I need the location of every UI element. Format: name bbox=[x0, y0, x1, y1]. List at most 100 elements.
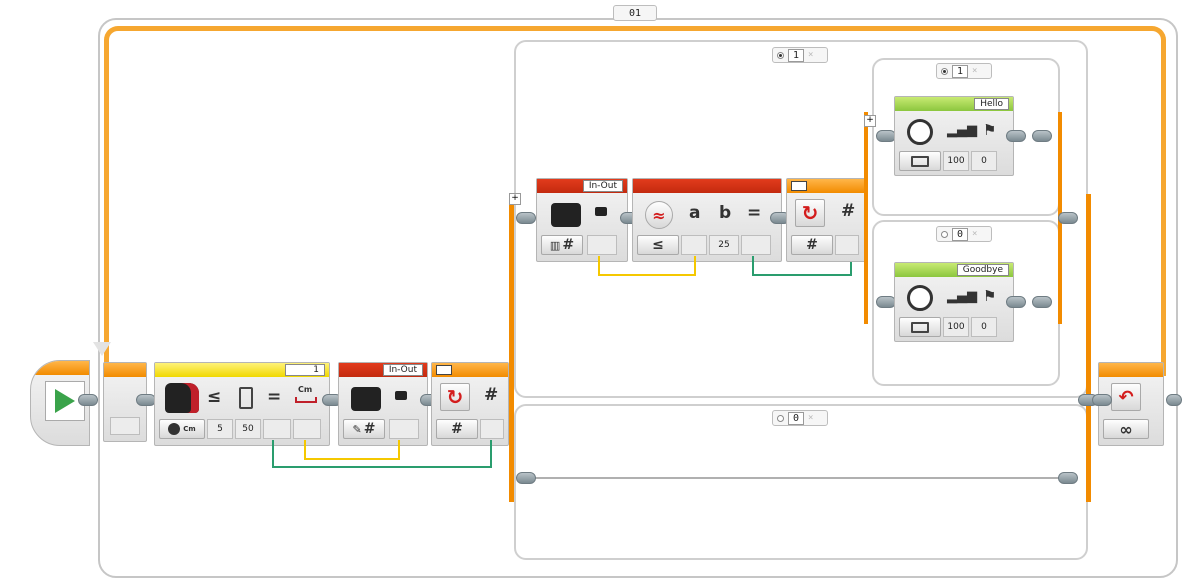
sound-hello-file[interactable]: Hello bbox=[974, 98, 1009, 110]
variable-main-name[interactable]: In-Out bbox=[382, 364, 423, 376]
ultrasonic-port-label[interactable]: 1 bbox=[285, 364, 325, 376]
compare-a-input[interactable] bbox=[681, 235, 707, 255]
loop-end-input-plug[interactable] bbox=[1092, 394, 1112, 406]
loop-end-mode-icon[interactable]: ↶ bbox=[1111, 383, 1141, 411]
inner-switch-exit-plug[interactable] bbox=[1058, 212, 1078, 224]
loop-return-wire bbox=[104, 26, 1166, 376]
variable-inner-mode-button[interactable]: ▥ # bbox=[541, 235, 583, 255]
distance-output-slot[interactable] bbox=[293, 419, 321, 439]
equals-symbol: = bbox=[267, 387, 282, 407]
switch-inner-case-0-tab[interactable]: 0 × bbox=[936, 226, 992, 242]
switch-inner-tab-icon bbox=[791, 180, 807, 191]
switch-inner-add-icon[interactable]: + bbox=[864, 115, 876, 127]
case-1-radio[interactable] bbox=[777, 51, 784, 59]
variable-inner-hash: # bbox=[562, 237, 575, 253]
switch-inner-mode-icon[interactable]: ↻ bbox=[795, 199, 825, 227]
switch-main-case-0-tab[interactable]: 0 × bbox=[772, 410, 828, 426]
inner-case-0-value[interactable]: 0 bbox=[952, 227, 969, 241]
empty-case-right-plug[interactable] bbox=[1058, 472, 1078, 484]
hello-folder-button[interactable] bbox=[899, 151, 941, 171]
sound-goodbye-header: Goodbye bbox=[895, 263, 1013, 277]
switch-main-case-0[interactable] bbox=[514, 404, 1088, 560]
switch-main-add-icon[interactable]: + bbox=[509, 193, 521, 205]
switch-inner-left-wire bbox=[864, 112, 868, 324]
unit-label: Cm bbox=[298, 385, 313, 394]
switch-inner-hash-label: # bbox=[841, 201, 856, 221]
goodbye-playtype-input[interactable]: 0 bbox=[971, 317, 997, 337]
pencil-icon: ✎ bbox=[352, 422, 362, 436]
switch-main-block[interactable]: ↻ # # bbox=[431, 362, 509, 446]
variable-inner-name[interactable]: In-Out bbox=[582, 180, 623, 192]
ultrasonic-mode-button[interactable]: Cm bbox=[159, 419, 205, 439]
case-1-value[interactable]: 1 bbox=[788, 48, 805, 62]
switch-inner-hash-button[interactable]: # bbox=[791, 235, 833, 255]
goodbye-folder-button[interactable] bbox=[899, 317, 941, 337]
compare-output-slot[interactable] bbox=[741, 235, 771, 255]
inner-case-1-value[interactable]: 1 bbox=[952, 64, 969, 78]
inner-seq-start-plug[interactable] bbox=[516, 212, 536, 224]
switch-inner-block[interactable]: ↻ # # bbox=[786, 178, 866, 262]
phone-sensor-icon bbox=[239, 387, 253, 409]
loop-name-label[interactable]: 01 bbox=[613, 5, 657, 21]
start-block-header bbox=[31, 361, 89, 375]
compare-a-label: a bbox=[689, 203, 701, 223]
volume-bars-icon: ▂▄▆ bbox=[947, 123, 977, 138]
sound-block-goodbye[interactable]: Goodbye ▂▄▆ ⚑ 100 0 bbox=[894, 262, 1014, 342]
variable-block-inner[interactable]: In-Out ▥ # bbox=[536, 178, 628, 262]
inner-case-1-close-icon[interactable]: × bbox=[972, 66, 978, 76]
start-output-plug[interactable] bbox=[78, 394, 98, 406]
ruler-icon bbox=[295, 397, 317, 403]
hello-playtype-input[interactable]: 0 bbox=[971, 151, 997, 171]
compare-header bbox=[633, 179, 781, 193]
infinity-symbol: ∞ bbox=[1119, 419, 1133, 439]
green-data-wire-main bbox=[272, 440, 492, 468]
switch-inner-case-1-tab[interactable]: 1 × bbox=[936, 63, 992, 79]
book-icon: ▥ bbox=[549, 238, 561, 252]
goodbye-end-plug[interactable] bbox=[1032, 296, 1052, 308]
case-0-close-icon[interactable]: × bbox=[808, 413, 814, 423]
threshold-input[interactable]: 5 bbox=[207, 419, 233, 439]
variable-inner-value-slot[interactable] bbox=[587, 235, 617, 255]
distance-input[interactable]: 50 bbox=[235, 419, 261, 439]
ultrasonic-wait-block[interactable]: 1 ≤ = Cm Cm 5 50 bbox=[154, 362, 330, 446]
inner-case-0-close-icon[interactable]: × bbox=[972, 229, 978, 239]
switch-main-case-1-tab[interactable]: 1 × bbox=[772, 47, 828, 63]
goodbye-volume-input[interactable]: 100 bbox=[943, 317, 969, 337]
inner-suitcase-small-icon bbox=[595, 207, 607, 216]
loop-name-text: 01 bbox=[628, 7, 642, 19]
switch-main-hash-button[interactable]: # bbox=[436, 419, 478, 439]
compare-equals-symbol: = bbox=[747, 203, 762, 223]
compare-output-slot[interactable] bbox=[263, 419, 291, 439]
hello-output-plug[interactable] bbox=[1006, 130, 1026, 142]
inner-case-1-radio[interactable] bbox=[941, 67, 948, 75]
variable-inner-header: In-Out bbox=[537, 179, 627, 193]
compare-b-input[interactable]: 25 bbox=[709, 235, 739, 255]
loop-start-plug[interactable] bbox=[136, 394, 156, 406]
case-1-close-icon[interactable]: × bbox=[808, 50, 814, 60]
empty-case-left-plug[interactable] bbox=[516, 472, 536, 484]
hello-volume-input[interactable]: 100 bbox=[943, 151, 969, 171]
switch-main-input-slot[interactable] bbox=[480, 419, 504, 439]
loop-end-count-button[interactable]: ∞ bbox=[1103, 419, 1149, 439]
yellow-data-wire-main bbox=[304, 440, 400, 460]
goodbye-output-plug[interactable] bbox=[1006, 296, 1026, 308]
variable-main-hash: # bbox=[363, 421, 376, 437]
hello-input-plug[interactable] bbox=[876, 130, 896, 142]
sound-block-hello[interactable]: Hello ▂▄▆ ⚑ 100 0 bbox=[894, 96, 1014, 176]
compare-block[interactable]: ≈ a b = ≤ 25 bbox=[632, 178, 782, 262]
variable-main-value-slot[interactable] bbox=[389, 419, 419, 439]
case-0-radio[interactable] bbox=[777, 414, 784, 422]
case-0-value[interactable]: 0 bbox=[788, 411, 805, 425]
hello-end-plug[interactable] bbox=[1032, 130, 1052, 142]
loop-end-output-plug[interactable] bbox=[1166, 394, 1182, 406]
switch-main-mode-icon[interactable]: ↻ bbox=[440, 383, 470, 411]
variable-block-main[interactable]: In-Out ✎ # bbox=[338, 362, 428, 446]
switch-main-tab-icon bbox=[436, 364, 452, 375]
switch-inner-input-slot[interactable] bbox=[835, 235, 859, 255]
variable-main-mode-button[interactable]: ✎ # bbox=[343, 419, 385, 439]
inner-case-0-radio[interactable] bbox=[941, 230, 948, 238]
goodbye-input-plug[interactable] bbox=[876, 296, 896, 308]
compare-icon[interactable]: ≈ bbox=[645, 201, 673, 229]
compare-mode-button[interactable]: ≤ bbox=[637, 235, 679, 255]
sound-goodbye-file[interactable]: Goodbye bbox=[956, 264, 1009, 276]
